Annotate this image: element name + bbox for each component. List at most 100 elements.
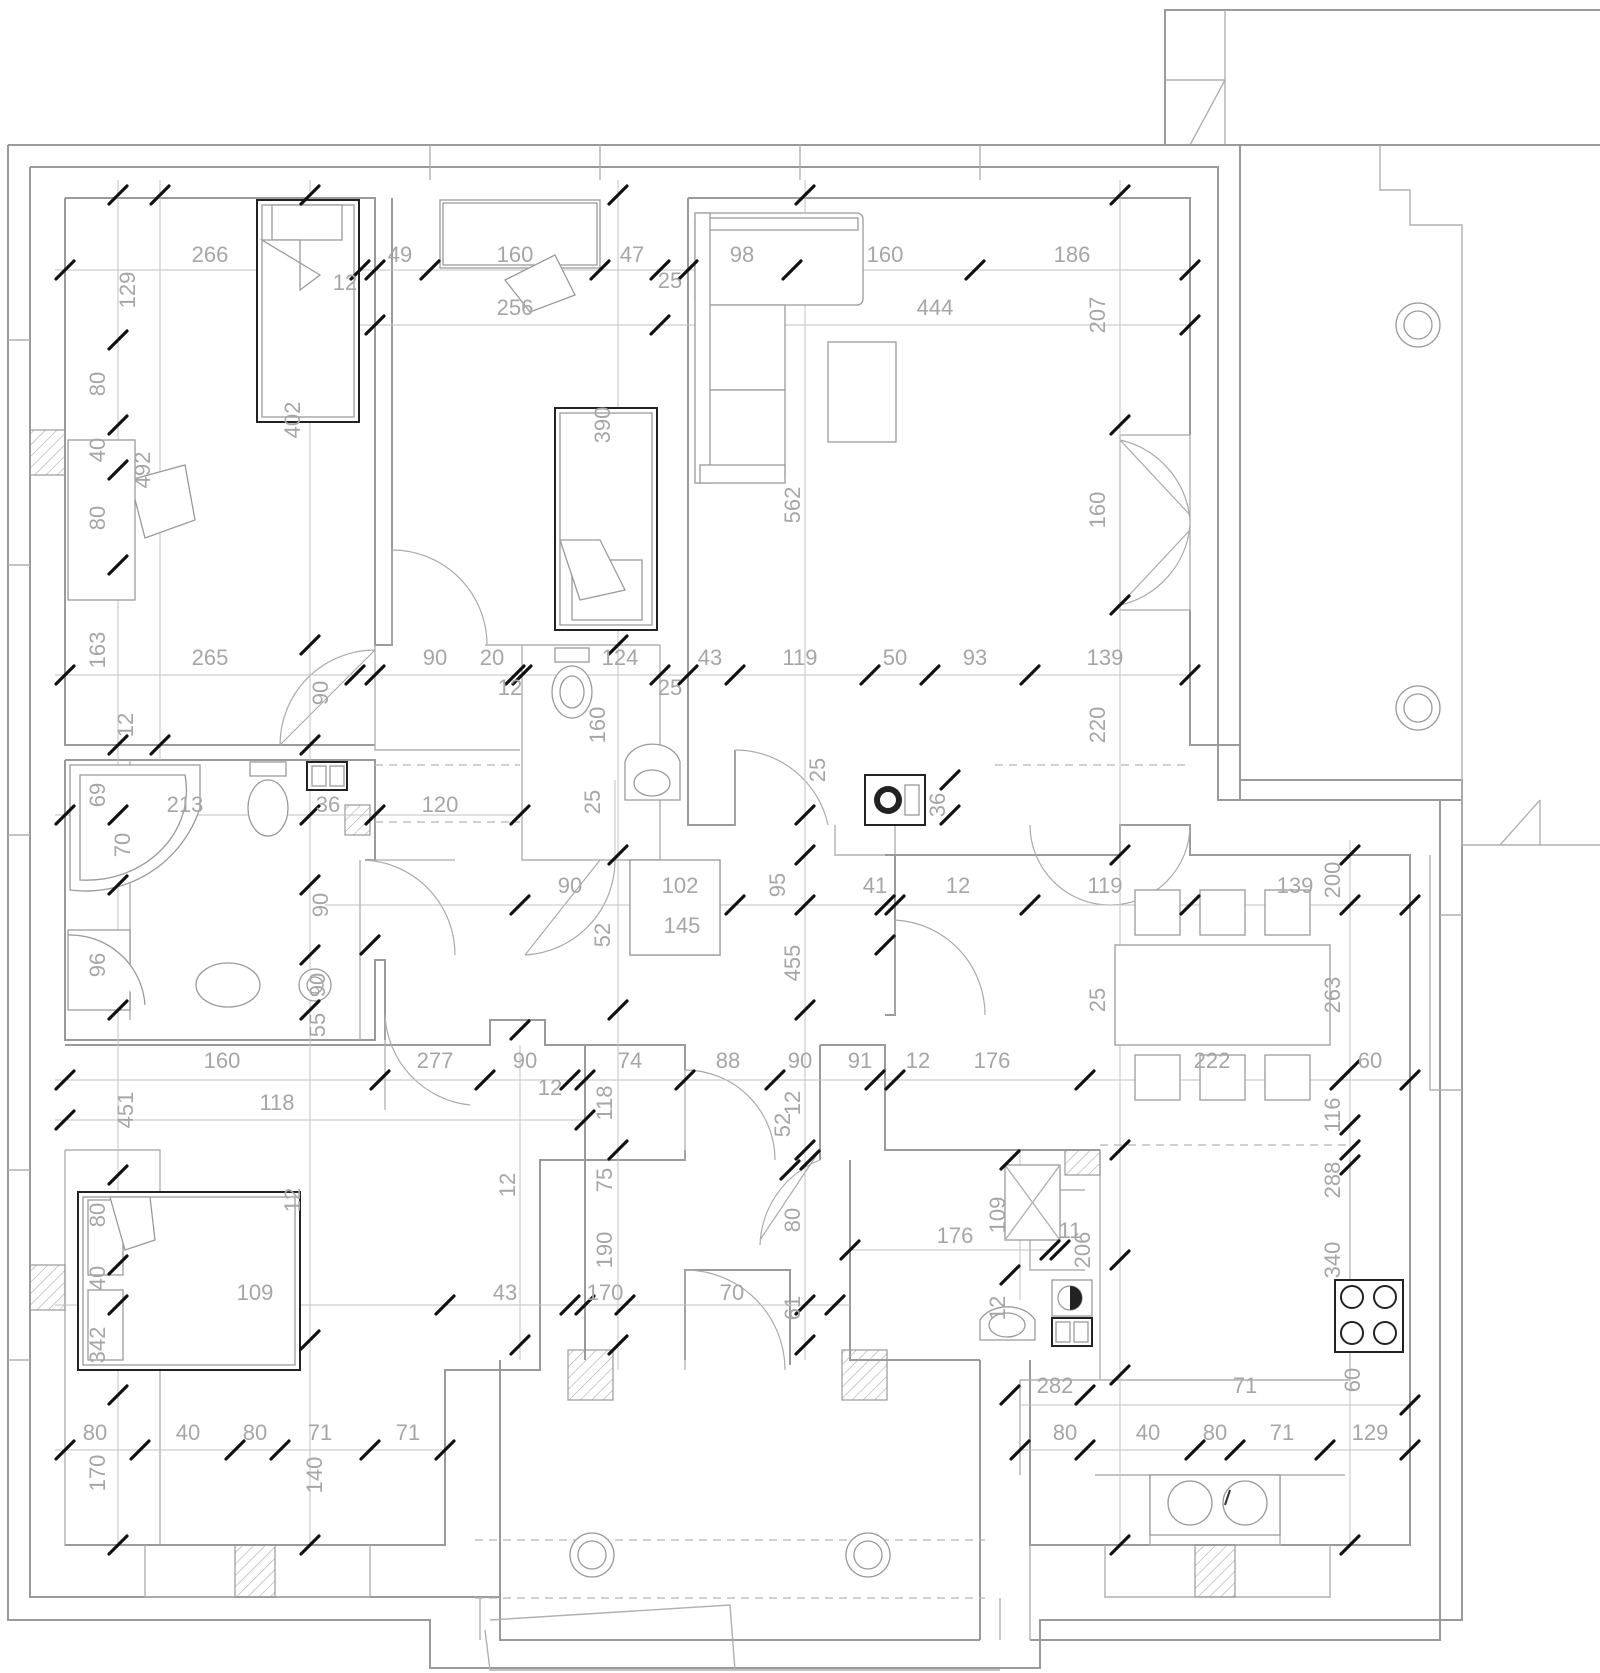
dimension-tick [874, 934, 896, 956]
dimension-label: 90 [308, 681, 333, 705]
dimension-label: 206 [1070, 1232, 1095, 1269]
dimension-label: 12 [985, 1296, 1010, 1320]
dimension-label: 277 [417, 1048, 454, 1073]
dimension-tick [794, 894, 816, 916]
dimension-tick [107, 554, 129, 576]
dimension-tick [649, 664, 671, 686]
dimension-tick [364, 664, 386, 686]
dimension-tick [1109, 1364, 1131, 1386]
dimension-label: 71 [1233, 1373, 1257, 1398]
dimension-tick [1339, 894, 1361, 916]
dimension-label: 96 [85, 953, 110, 977]
dimension-tick [724, 894, 746, 916]
dimension-tick [884, 1069, 906, 1091]
dimension-tick [794, 1139, 816, 1161]
dimension-tick [107, 329, 129, 351]
dimension-tick [964, 259, 986, 281]
dimension-tick [859, 664, 881, 686]
dimension-tick [764, 1069, 786, 1091]
dimension-label: 12 [946, 873, 970, 898]
dimension-label: 265 [192, 645, 229, 670]
dimension-label: 12 [780, 1091, 805, 1115]
dimension-label: 90 [513, 1048, 537, 1073]
dimension-tick [54, 1069, 76, 1091]
dimension-label: 170 [587, 1280, 624, 1305]
dimension-tick [1019, 894, 1041, 916]
dimension-label: 40 [85, 1266, 110, 1290]
dimension-tick [1074, 1439, 1096, 1461]
dimension-tick [1339, 1534, 1361, 1556]
dimension-tick [794, 999, 816, 1021]
dimension-label: 80 [1053, 1420, 1077, 1445]
dimension-tick [874, 894, 896, 916]
furniture [67, 199, 1441, 1578]
dimension-label: 60 [1358, 1048, 1382, 1073]
dimension-label: 80 [83, 1420, 107, 1445]
dimension-label: 90 [558, 873, 582, 898]
dimension-tick [1314, 1439, 1336, 1461]
dimension-label: 80 [85, 1203, 110, 1227]
dimension-label: 52 [770, 1113, 795, 1137]
dimension-label: 213 [167, 792, 204, 817]
dimension-tick [574, 1109, 596, 1131]
dimension-label: 61 [780, 1296, 805, 1320]
dimension-label: 139 [1087, 645, 1124, 670]
dimension-tick [1399, 1439, 1421, 1461]
dimension-label: 118 [259, 1090, 294, 1115]
dimension-label: 25 [658, 675, 682, 700]
dimension-label: 455 [780, 945, 805, 982]
dimension-tick [1074, 1384, 1096, 1406]
dimension-tick [794, 184, 816, 206]
dimension-label: 266 [192, 242, 229, 267]
dimension-label: 91 [848, 1048, 872, 1073]
dimension-tick [1179, 259, 1201, 281]
dimension-label: 207 [1085, 297, 1110, 334]
dimension-tick [107, 459, 129, 481]
dimension-tick [107, 874, 129, 896]
dimension-tick [107, 1384, 129, 1406]
dimension-label: 25 [580, 790, 605, 814]
dimension-tick [607, 1139, 629, 1161]
dimension-label: 11 [1059, 1218, 1082, 1243]
dimension-label: 102 [662, 873, 699, 898]
dimension-tick [369, 1069, 391, 1091]
dimension-tick [999, 1264, 1021, 1286]
dimension-label: 124 [602, 645, 639, 670]
dimension-label: 342 [85, 1327, 110, 1364]
dimension-label: 119 [1087, 873, 1122, 898]
dimension-tick [824, 1294, 846, 1316]
dimension-label: 222 [1194, 1048, 1231, 1073]
dimension-label: 98 [730, 242, 754, 267]
dimension-tick [1009, 1439, 1031, 1461]
dimension-tick [781, 259, 803, 281]
dimension-label: 80 [85, 506, 110, 530]
dimension-tick [607, 634, 629, 656]
dimension-tick [299, 874, 321, 896]
dimension-tick [649, 314, 671, 336]
dimension-tick [1184, 1439, 1206, 1461]
dimension-label: 129 [115, 272, 140, 309]
dimension-label: 90 [308, 893, 333, 917]
dimension-label: 160 [497, 242, 534, 267]
dimension-label: 282 [1037, 1373, 1074, 1398]
dimension-label: 71 [396, 1420, 420, 1445]
dimension-label: 50 [883, 645, 907, 670]
dimension-tick [1179, 314, 1201, 336]
dimension-tick [54, 259, 76, 281]
dimension-tick [434, 1294, 456, 1316]
dimension-label: 20 [480, 645, 504, 670]
dimension-label: 200 [1320, 862, 1345, 899]
dimension-tick [1074, 1069, 1096, 1091]
dimension-tick [1109, 1139, 1131, 1161]
dimension-tick [939, 769, 961, 791]
dimension-tick [1109, 1249, 1131, 1271]
dimension-tick [559, 1069, 581, 1091]
dimension-tick [349, 259, 371, 281]
dimension-label: 74 [618, 1048, 642, 1073]
dimension-tick [54, 804, 76, 826]
dimension-tick [364, 259, 386, 281]
dimension-label: 70 [720, 1280, 744, 1305]
dimension-label: 12 [538, 1075, 562, 1100]
dimension-label: 49 [388, 242, 412, 267]
dimension-label: 36 [316, 792, 340, 817]
